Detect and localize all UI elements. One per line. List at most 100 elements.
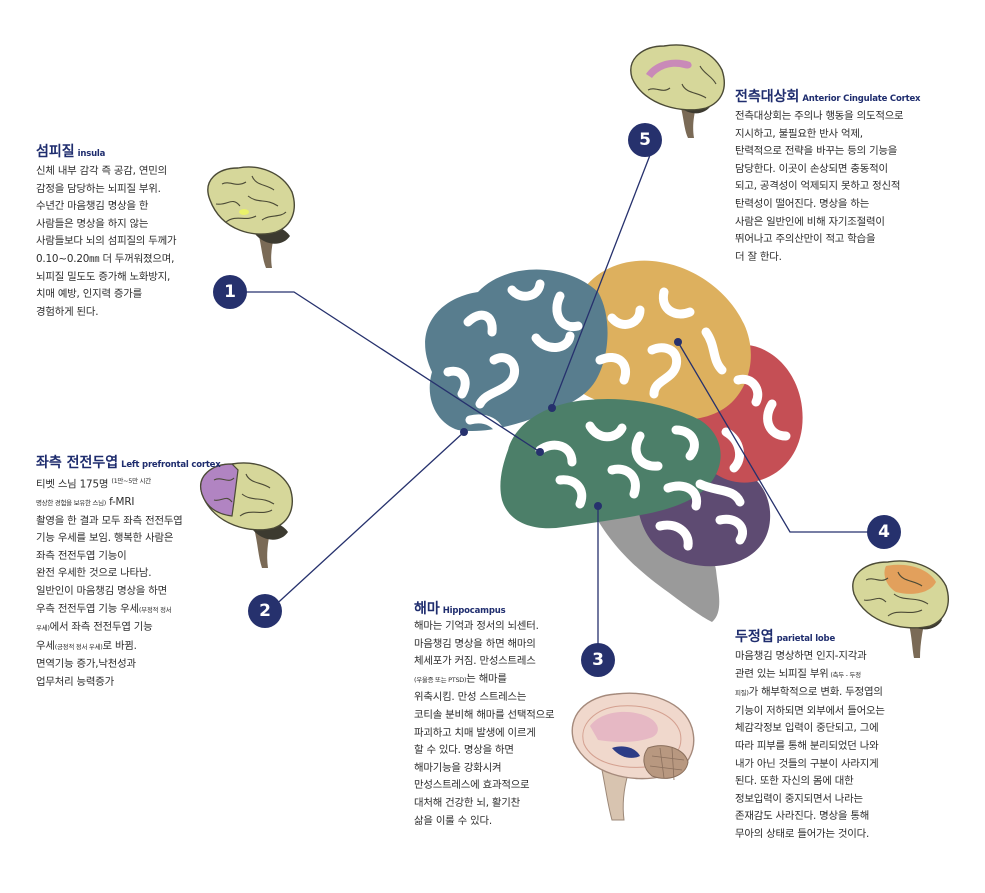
text-span: 는 해마를 bbox=[466, 672, 507, 685]
text-line: 기능이 저하되면 외부에서 들어오는 bbox=[735, 704, 885, 717]
prefrontal-title-ko: 좌측 전전두엽 bbox=[36, 455, 119, 471]
text-line: 마음챙김 명상하면 인지-지각과 bbox=[735, 650, 867, 662]
text-line: 내가 아닌 것들의 구분이 사라지게 bbox=[735, 757, 879, 770]
dot-3 bbox=[594, 502, 602, 510]
dot-5 bbox=[548, 404, 556, 412]
prefrontal-body: 티벳 스님 175명 (1만~5만 시간 명상한 경험을 보유한 스님) f-M… bbox=[36, 473, 183, 692]
frontal-region bbox=[425, 269, 608, 432]
text-line: 더 잘 한다. bbox=[735, 250, 782, 263]
text-line: 지시하고, 불필요한 반사 억제, bbox=[735, 127, 863, 140]
text-span: 티벳 스님 175명 bbox=[36, 478, 109, 491]
text-line: 피질)가 해부학적으로 변화. 두정엽의 bbox=[735, 684, 885, 703]
text-line: 관련 있는 뇌피질 부위 (측두 - 두정 bbox=[735, 666, 885, 685]
insula-brain-illustration bbox=[207, 166, 295, 268]
hippocampus-body: 해마는 기억과 정서의 뇌센터. 마음챙김 명상을 하면 해마의 체세포가 커짐… bbox=[414, 618, 555, 830]
acc-title-ko: 전측대상회 bbox=[735, 89, 800, 105]
text-line: 완전 우세한 것으로 나타남. bbox=[36, 567, 152, 580]
parietal-body: 마음챙김 명상하면 인지-지각과 관련 있는 뇌피질 부위 (측두 - 두정 피… bbox=[735, 648, 885, 844]
text-line: 뇌피질 밀도도 증가해 노화방지, bbox=[36, 270, 171, 283]
text-line: 업무처리 능력증가 bbox=[36, 676, 114, 688]
parietal-title-en: parietal lobe bbox=[776, 634, 836, 644]
text-line: 감정을 담당하는 뇌피질 부위. bbox=[36, 182, 161, 195]
sulci bbox=[443, 279, 791, 551]
text-line: 티벳 스님 175명 (1만~5만 시간 bbox=[36, 473, 183, 494]
text-line: 삶을 이룰 수 있다. bbox=[414, 814, 492, 827]
text-line: (우울증 또는 PTSD)는 해마를 bbox=[414, 671, 554, 690]
acc-body: 전측대상회는 주의나 행동을 의도적으로 지시하고, 불필요한 반사 억제, 탄… bbox=[735, 108, 904, 266]
text-line: 우세)에서 좌측 전전두엽 기능 bbox=[36, 619, 183, 638]
connector-lines bbox=[244, 149, 868, 648]
text-line: 존재감도 사라진다. 명상을 통해 bbox=[735, 810, 870, 823]
connector-1 bbox=[244, 291, 541, 453]
parietal-region bbox=[567, 260, 751, 420]
connector-2 bbox=[269, 431, 465, 611]
text-line: 정보입력이 중지되면서 나라는 bbox=[735, 792, 863, 805]
text-line: 사람들은 명상을 하지 않는 bbox=[36, 217, 149, 230]
text-line: 경험하게 된다. bbox=[36, 305, 99, 318]
dot-1 bbox=[536, 448, 544, 456]
text-line: 촬영을 한 결과 모두 좌측 전전두엽 bbox=[36, 514, 183, 527]
text-line: 체감각정보 입력이 중단되고, 그에 bbox=[735, 722, 879, 735]
note-span: 명상한 경험을 보유한 스님) bbox=[36, 499, 107, 508]
text-span: 에서 좌측 전전두엽 기능 bbox=[49, 621, 153, 634]
text-line: 위축시킴. 만성 스트레스는 bbox=[414, 691, 527, 704]
text-line: 탄력적으로 전략을 바꾸는 등의 기능을 bbox=[735, 145, 898, 158]
hippocampus-brain-illustration bbox=[571, 692, 695, 821]
acc-title-en: Anterior Cingulate Cortex bbox=[802, 94, 921, 104]
text-line: 신체 내부 감각 즉 공감, 연민의 bbox=[36, 165, 167, 177]
note-span: (긍정적 정서 우세) bbox=[54, 642, 103, 651]
text-span: f-MRI bbox=[106, 496, 135, 509]
note-span: (부정적 정서 bbox=[138, 605, 172, 614]
insula-title-ko: 섬피질 bbox=[36, 144, 75, 160]
note-span: (측두 - 두정 bbox=[828, 670, 861, 679]
note-span: 우세) bbox=[36, 624, 50, 633]
text-line: 코티솔 분비해 해마를 선택적으로 bbox=[414, 708, 555, 721]
prefrontal-brain-illustration bbox=[200, 462, 293, 568]
badge-2: 2 bbox=[248, 594, 282, 628]
text-line: 만성스트레스에 효과적으로 bbox=[414, 779, 530, 792]
text-line: 수년간 마음챙김 명상을 한 bbox=[36, 200, 149, 213]
text-line: 해마는 기억과 정서의 뇌센터. bbox=[414, 620, 539, 632]
text-line: 대처해 건강한 뇌, 활기찬 bbox=[414, 796, 521, 809]
text-line: 마음챙김 명상을 하면 해마의 bbox=[414, 637, 536, 650]
hippocampus-title-en: Hippocampus bbox=[442, 606, 506, 616]
text-line: 우세(긍정적 정서 우세)로 바뀜. bbox=[36, 638, 183, 657]
connector-dots bbox=[460, 338, 682, 510]
parietal-title-ko: 두정엽 bbox=[735, 629, 774, 645]
text-line: 전측대상회는 주의나 행동을 의도적으로 bbox=[735, 110, 904, 122]
insula-body: 신체 내부 감각 즉 공감, 연민의 감정을 담당하는 뇌피질 부위. 수년간 … bbox=[36, 163, 177, 321]
text-line: 우측 전전두엽 기능 우세(부정적 정서 bbox=[36, 601, 183, 620]
text-line: 면역기능 증가,낙천성과 bbox=[36, 658, 136, 671]
text-line: 무아의 상태로 들어가는 것이다. bbox=[735, 827, 870, 840]
text-span: 로 바뀜. bbox=[102, 639, 137, 652]
text-line: 탄력성이 떨어진다. 명상을 하는 bbox=[735, 197, 870, 210]
text-line: 기능 우세를 보임. 행복한 사람은 bbox=[36, 532, 174, 545]
prefrontal-title-en: Left prefrontal cortex bbox=[121, 460, 221, 470]
text-line: 뛰어나고 주의산만이 적고 학습을 bbox=[735, 233, 876, 246]
hippocampus-title-ko: 해마 bbox=[414, 601, 440, 617]
dot-4 bbox=[674, 338, 682, 346]
connector-4 bbox=[677, 341, 868, 533]
text-span: 우측 전전두엽 기능 우세 bbox=[36, 602, 139, 615]
text-span: 가 해부학적으로 변화. 두정엽의 bbox=[748, 686, 883, 699]
text-line: 할 수 있다. 명상을 하면 bbox=[414, 744, 514, 757]
badge-1: 1 bbox=[213, 275, 247, 309]
note-span: 피질) bbox=[735, 689, 749, 698]
text-line: 일반인이 마음챙김 명상을 하면 bbox=[36, 585, 167, 598]
text-line: 따라 피부를 통해 분리되었던 나와 bbox=[735, 739, 879, 752]
text-line: 된다. 또한 자신의 몸에 대한 bbox=[735, 775, 854, 788]
text-line: 0.10~0.20㎜ 더 두꺼워졌으며, bbox=[36, 252, 175, 265]
text-line: 해마기능을 강화시켜 bbox=[414, 761, 502, 774]
badge-3: 3 bbox=[581, 643, 615, 677]
badge-4: 4 bbox=[867, 515, 901, 549]
text-line: 체세포가 커짐. 만성스트레스 bbox=[414, 655, 536, 668]
text-line: 치매 예방, 인지력 증가를 bbox=[36, 288, 143, 301]
temporal-region bbox=[500, 398, 721, 529]
parietal-brain-illustration bbox=[852, 560, 949, 658]
text-line: 담당한다. 이곳이 손상되면 충동적이 bbox=[735, 162, 888, 175]
